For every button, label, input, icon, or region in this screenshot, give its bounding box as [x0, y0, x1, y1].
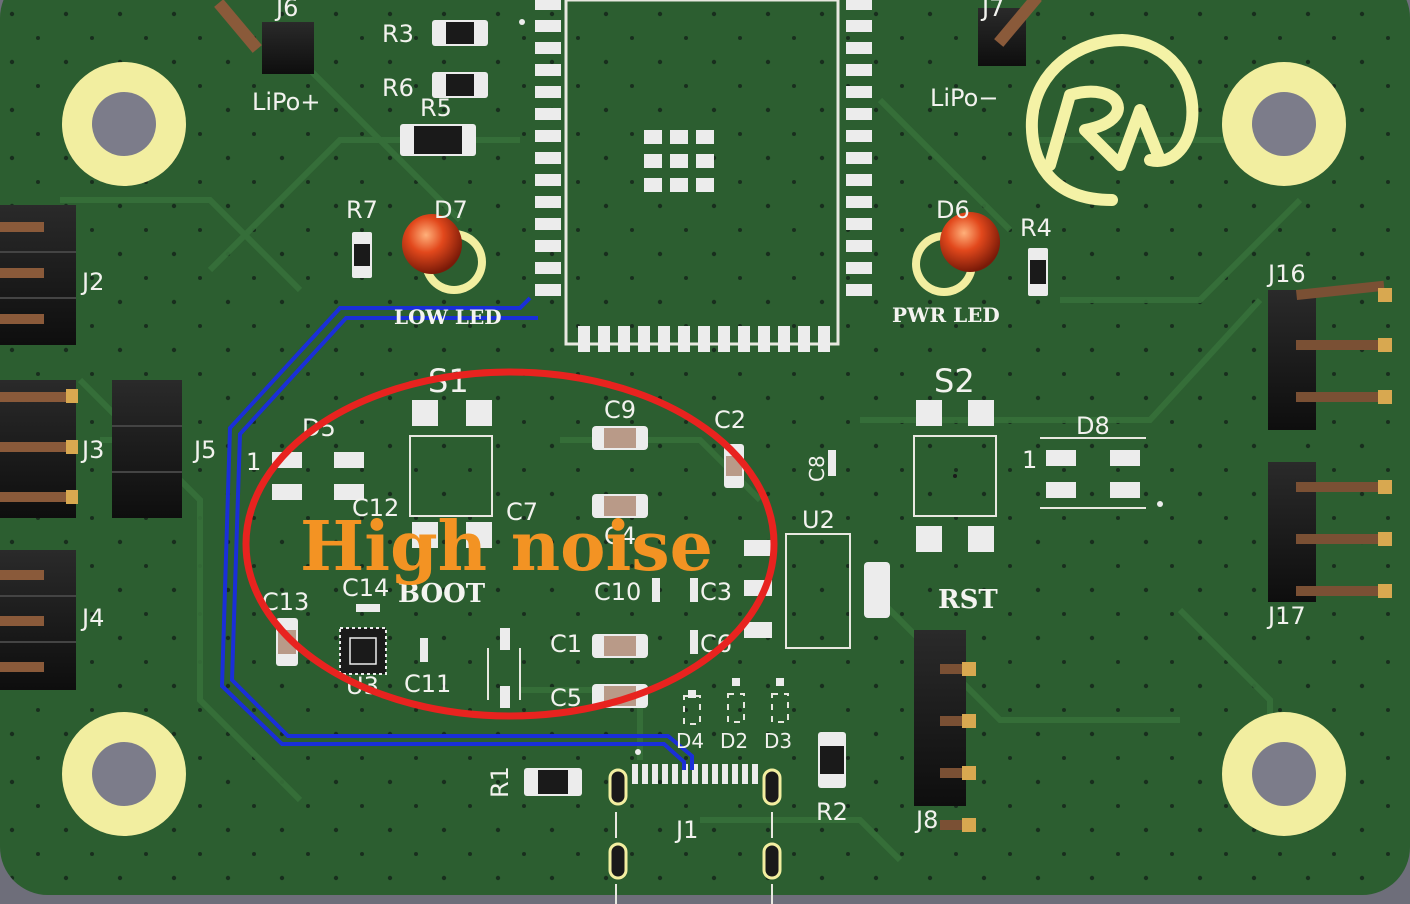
- capacitor-c11: [420, 638, 428, 662]
- noise-annotation: High noise: [242, 368, 778, 720]
- resistor-r5: [400, 124, 476, 156]
- mounting-hole-bottom-left: [62, 712, 186, 836]
- label-d6: D6: [936, 196, 970, 224]
- capacitor-c14: [356, 604, 380, 612]
- label-j6: J6: [274, 0, 298, 22]
- label-j8: J8: [914, 806, 938, 834]
- header-j4: [0, 550, 76, 690]
- label-d7: D7: [434, 196, 468, 224]
- label-c10: C10: [594, 578, 641, 606]
- header-j7: [978, 0, 1042, 66]
- header-j6: [214, 0, 314, 74]
- header-j3: [0, 380, 78, 518]
- label-u2: U2: [802, 506, 835, 534]
- label-d4: D4: [676, 729, 704, 753]
- label-pwr-led: PWR LED: [892, 303, 1000, 327]
- header-j17: [1268, 462, 1392, 602]
- label-c8: C8: [805, 455, 829, 482]
- label-r6: R6: [382, 74, 414, 102]
- resistor-r3: [432, 20, 488, 46]
- label-c12: C12: [352, 494, 399, 522]
- rw-logo-icon: [1025, 34, 1199, 206]
- capacitor-c3: [690, 578, 698, 602]
- label-c14: C14: [342, 574, 389, 602]
- capacitor-c8: [828, 450, 836, 476]
- capacitor-c6: [690, 630, 698, 654]
- label-r1: R1: [486, 766, 514, 798]
- label-c1: C1: [550, 630, 582, 658]
- highlighted-trace: [219, 296, 694, 770]
- diode-d4: [683, 690, 701, 725]
- label-lipo-minus: LiPo−: [930, 84, 998, 112]
- usb-c-connector-j1: [608, 749, 782, 904]
- header-j2: [0, 205, 76, 345]
- resistor-r7: [352, 232, 372, 278]
- label-j1: J1: [674, 816, 698, 844]
- label-j5: J5: [192, 436, 216, 464]
- label-pin1-d5: 1: [246, 448, 261, 476]
- label-c9: C9: [604, 396, 636, 424]
- label-r4: R4: [1020, 214, 1052, 242]
- label-pin1-d8: 1: [1022, 446, 1037, 474]
- capacitor-c7: [487, 628, 521, 708]
- label-j16: J16: [1266, 260, 1306, 288]
- mounting-hole-top-right: [1222, 62, 1346, 186]
- header-j5: [112, 380, 182, 518]
- label-c4: C4: [604, 522, 636, 550]
- diode-array-d8: [1040, 437, 1163, 509]
- label-c11: C11: [404, 670, 451, 698]
- label-boot: BOOT: [398, 579, 486, 609]
- esp32-module: [519, 0, 872, 352]
- label-lipo-plus: LiPo+: [252, 88, 320, 116]
- led-d6: [912, 212, 1000, 296]
- label-j3: J3: [80, 436, 104, 464]
- capacitor-c1: [592, 634, 648, 658]
- label-r5: R5: [420, 94, 452, 122]
- label-s2: S2: [934, 362, 975, 400]
- label-rst: RST: [938, 585, 998, 615]
- label-c2: C2: [714, 406, 746, 434]
- diode-d3: [771, 678, 789, 723]
- noise-label: High noise: [300, 507, 713, 587]
- label-c3: C3: [700, 578, 732, 606]
- header-j8: [914, 630, 976, 832]
- resistor-r4: [1028, 248, 1048, 296]
- resistor-r1: [524, 768, 582, 796]
- capacitor-c4: [592, 494, 648, 518]
- capacitor-c10: [652, 578, 660, 602]
- label-d8: D8: [1076, 412, 1110, 440]
- label-d2: D2: [720, 729, 748, 753]
- resistor-r6: [432, 72, 488, 98]
- label-c7: C7: [506, 498, 538, 526]
- label-j7: J7: [980, 0, 1004, 22]
- diode-d2: [727, 678, 745, 723]
- capacitor-c9: [592, 426, 648, 450]
- resistor-r2: [818, 732, 846, 788]
- label-r2: R2: [816, 798, 848, 826]
- noise-ellipse: [242, 368, 778, 720]
- label-j4: J4: [80, 604, 104, 632]
- ic-u3: [339, 627, 387, 675]
- label-j17: J17: [1266, 602, 1306, 630]
- label-r3: R3: [382, 20, 414, 48]
- header-j16: [1268, 280, 1392, 430]
- label-r7: R7: [346, 196, 378, 224]
- switch-s1: [409, 400, 493, 548]
- label-j2: J2: [80, 268, 104, 296]
- mounting-hole-top-left: [62, 62, 186, 186]
- silkscreen-labels: J6 J7 LiPo+ LiPo− R3 R6 R5 R7 D7 D6 R4 J…: [80, 0, 1306, 844]
- led-d7: [402, 214, 486, 294]
- mounting-hole-bottom-right: [1222, 712, 1346, 836]
- switch-s2: [913, 400, 997, 552]
- label-low-led: LOW LED: [394, 305, 502, 329]
- label-d3: D3: [764, 729, 792, 753]
